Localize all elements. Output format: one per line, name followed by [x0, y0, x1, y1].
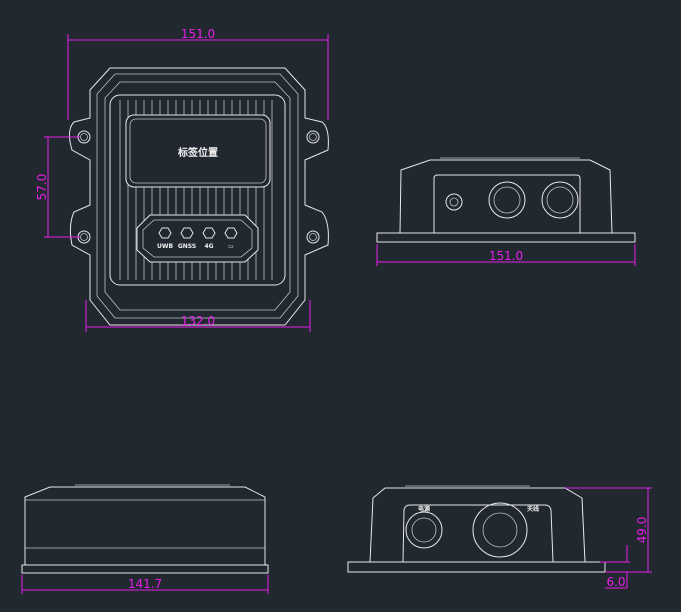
led-label-4g: 4G: [204, 243, 213, 250]
dim-ports-height: 49.0: [635, 517, 649, 544]
port-label-antenna: 天线: [527, 505, 539, 513]
side-view-right: 151.0: [376, 157, 636, 266]
dim-top-height: 57.0: [35, 174, 49, 201]
dim-top-width: 151.0: [181, 27, 215, 41]
led-label-gnss: GNSS: [178, 243, 196, 250]
top-view: 标签位置 UWB GNSS 4G ▭ 151.0 57.0 132.0: [35, 27, 329, 332]
dim-ports-base: 6.0: [606, 575, 625, 589]
front-view: 141.7: [21, 484, 269, 594]
dim-front-width: 141.7: [128, 577, 162, 591]
led-label-battery: ▭: [228, 243, 234, 250]
port-label-power: 电源: [418, 505, 430, 513]
dim-side-width: 151.0: [489, 249, 523, 263]
led-icons: [158, 227, 238, 239]
dim-top-inner-width: 132.0: [181, 314, 215, 328]
label-area-text: 标签位置: [177, 146, 218, 159]
led-label-uwb: UWB: [157, 243, 173, 250]
side-view-ports: 电源 天线 49.0 6.0: [347, 485, 652, 589]
